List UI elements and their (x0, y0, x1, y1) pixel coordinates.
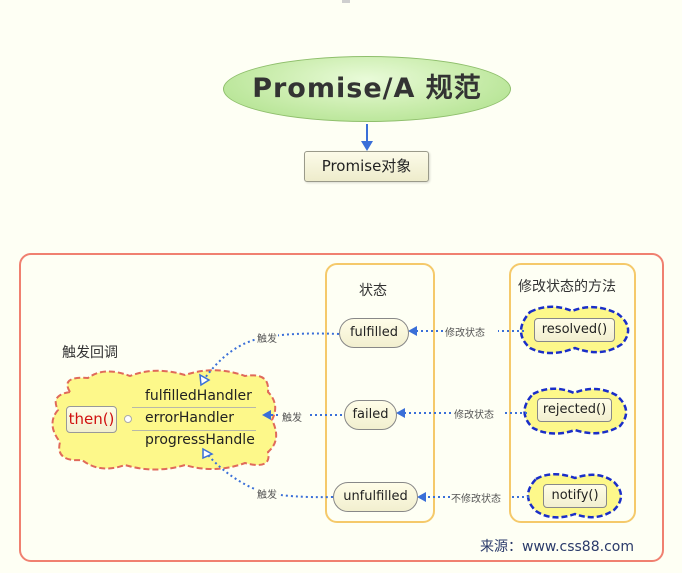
fulfilled-handler: fulfilledHandler (145, 388, 252, 404)
progress-handler: progressHandle (145, 432, 255, 448)
edge-label-change-state: 修改状态 (453, 406, 495, 421)
edge-label-change-state: 修改状态 (444, 324, 486, 339)
method-rejected: rejected() (537, 398, 612, 422)
edge-label-trigger: 触发 (256, 330, 278, 345)
top-marker (342, 0, 350, 3)
source-credit: 来源：www.css88.com (480, 539, 634, 555)
edge-label-no-change-state: 不修改状态 (450, 490, 502, 505)
handler-cloud (51, 369, 278, 471)
edge-label-trigger: 触发 (256, 486, 278, 501)
error-handler: errorHandler (145, 410, 235, 426)
main-panel (19, 253, 664, 562)
method-resolved: resolved() (534, 318, 615, 342)
handler-divider (132, 407, 256, 408)
state-failed: failed (344, 400, 397, 430)
collapse-dot-icon (124, 415, 132, 423)
state-unfulfilled: unfulfilled (333, 482, 418, 512)
methods-header: 修改状态的方法 (518, 279, 616, 295)
state-fulfilled: fulfilled (339, 318, 409, 348)
trigger-callback-label: 触发回调 (62, 345, 118, 361)
diagram-title: Promise/A 规范 (252, 73, 482, 104)
title-ellipse (223, 56, 511, 122)
promise-object-node: Promise对象 (304, 151, 429, 182)
handler-divider (132, 430, 256, 431)
state-panel (325, 263, 435, 523)
methods-panel (509, 263, 636, 523)
method-notify: notify() (543, 484, 607, 508)
state-header: 状态 (359, 283, 387, 299)
then-node: then() (66, 406, 117, 433)
edge-label-trigger: 触发 (281, 409, 303, 424)
